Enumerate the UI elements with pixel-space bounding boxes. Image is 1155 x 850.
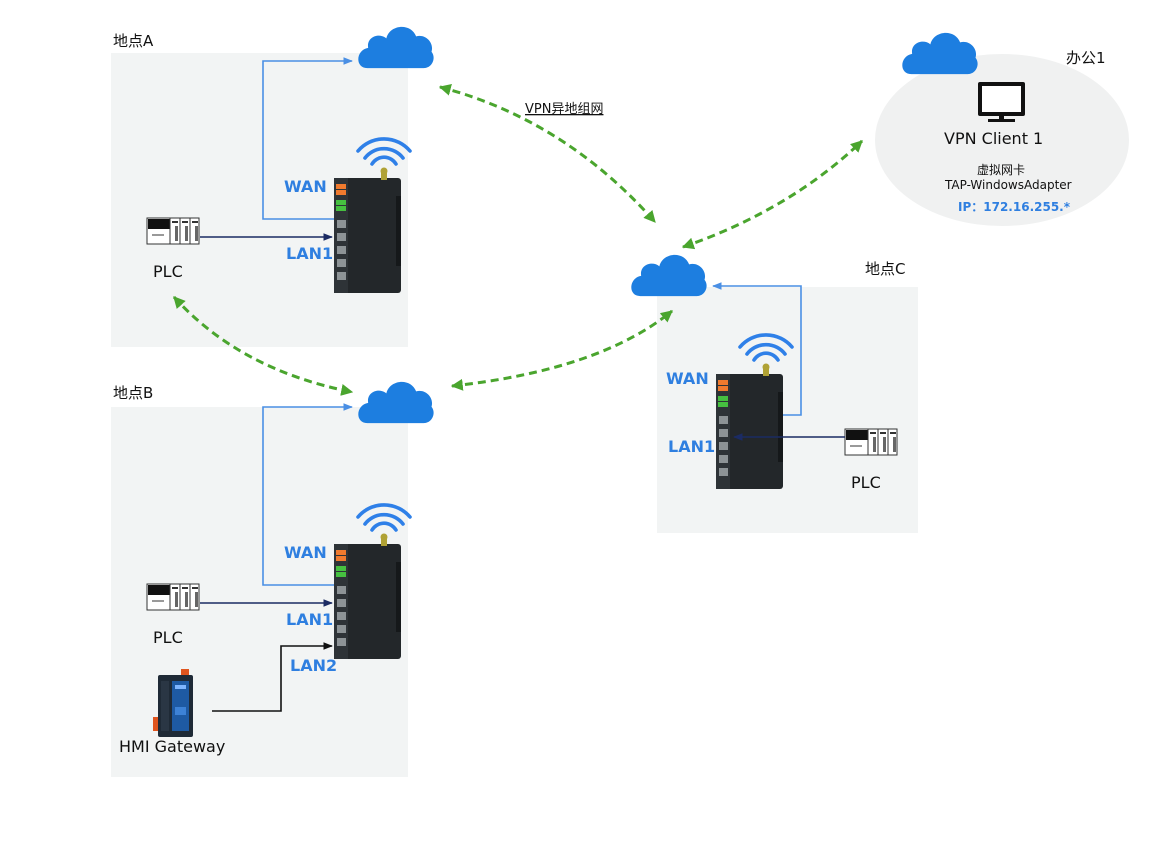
site-c-lan1-label: LAN1	[668, 437, 715, 456]
site-b-title: 地点B	[113, 384, 153, 402]
hmi-gateway-label: HMI Gateway	[119, 737, 225, 756]
office-zone	[875, 54, 1129, 226]
virtual-adapter-label: 虚拟网卡	[977, 163, 1025, 177]
site-a-plc-icon	[146, 217, 200, 245]
vpn-link-a-central	[438, 83, 657, 223]
site-b-lan1-label: LAN1	[286, 610, 333, 629]
vpn-link-central-office	[681, 139, 864, 250]
vpn-link-b-central	[450, 309, 673, 391]
site-a-lan1-label: LAN1	[286, 244, 333, 263]
central-cloud-icon	[631, 254, 707, 297]
site-a-wan-label: WAN	[284, 177, 327, 196]
site-b-cloud-icon	[358, 381, 434, 424]
office-cloud-icon	[902, 32, 978, 75]
site-c-wan-line	[712, 282, 802, 416]
site-c-wan-label: WAN	[666, 369, 709, 388]
site-b-lan2-line	[212, 642, 333, 712]
site-a-cloud-icon	[358, 26, 434, 69]
site-c-zone	[657, 287, 918, 533]
site-c-plc-icon	[844, 428, 898, 456]
site-b-plc-label: PLC	[153, 628, 183, 647]
hmi-gateway-icon	[153, 669, 193, 737]
vpn-client-label: VPN Client 1	[944, 129, 1043, 148]
site-a-plc-label: PLC	[153, 262, 183, 281]
tap-adapter-label: TAP-WindowsAdapter	[944, 178, 1072, 192]
vpn-network-label: VPN异地组网	[525, 102, 603, 117]
site-b-wan-label: WAN	[284, 543, 327, 562]
vpn-link-a-b	[172, 295, 354, 396]
site-b-lan2-label: LAN2	[290, 656, 337, 675]
site-a-wan-line	[262, 57, 353, 220]
site-c-plc-label: PLC	[851, 473, 881, 492]
site-b-wan-line	[262, 403, 353, 586]
site-b-plc-icon	[146, 583, 200, 611]
site-a-title: 地点A	[113, 32, 154, 50]
monitor-icon	[978, 82, 1025, 122]
office-title: 办公1	[1066, 49, 1106, 67]
site-c-title: 地点C	[865, 260, 905, 278]
client-ip-label: IP：172.16.255.*	[958, 200, 1071, 214]
